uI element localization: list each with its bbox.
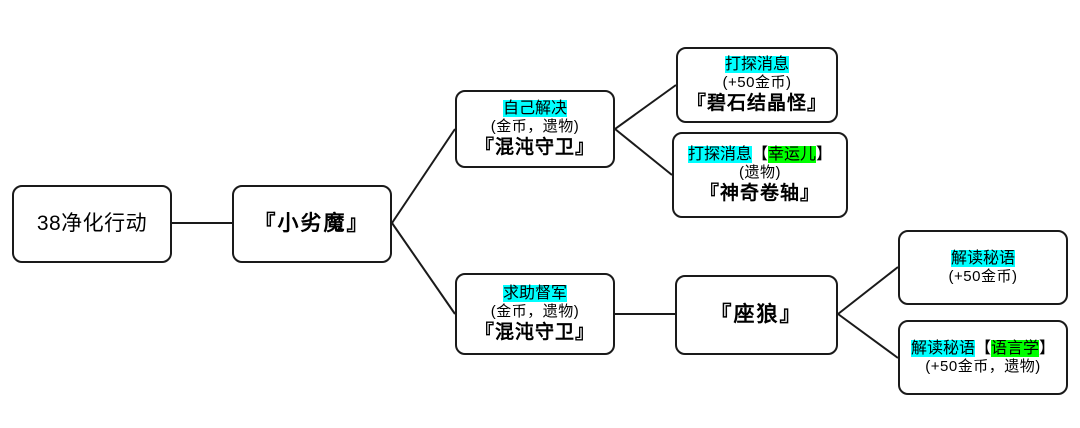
node-option-ask-warlord[interactable]: 求助督军 (金币，遗物) 『混沌守卫』: [455, 273, 615, 355]
node-option-solve-self-title: 自己解决: [502, 99, 567, 117]
node-option-solve-self-reward: (金币，遗物): [490, 118, 580, 136]
edge-option-self-to-result-scout: [614, 84, 677, 130]
node-result-scout-info-reward: (+50金币): [722, 74, 792, 92]
node-option-solve-self-entity: 『混沌守卫』: [474, 137, 595, 159]
node-enemy-warg[interactable]: 『座狼』: [675, 275, 838, 355]
node-root-label: 38净化行动: [36, 212, 148, 236]
node-result-scout-info-lucky[interactable]: 打探消息【幸运儿】 (遗物) 『神奇卷轴』: [672, 132, 848, 218]
node-option-ask-warlord-title: 求助督军: [502, 284, 567, 302]
node-result-decode-runes-linguistics-title: 解读秘语【语言学】: [910, 339, 1056, 357]
edge-enemy2-to-result-decode: [837, 266, 899, 315]
node-enemy-warg-entity: 『座狼』: [710, 303, 803, 327]
node-option-ask-warlord-entity: 『混沌守卫』: [474, 322, 595, 344]
node-root[interactable]: 38净化行动: [12, 185, 172, 263]
node-result-decode-runes-linguistics-reward: (+50金币，遗物): [925, 358, 1041, 376]
node-enemy-small-imp-entity: 『小劣魔』: [254, 212, 370, 236]
edge-enemy1-to-option-help: [391, 222, 456, 315]
edge-enemy1-to-option-self: [391, 128, 456, 224]
edge-option-self-to-result-scout-lucky: [614, 128, 673, 176]
node-option-ask-warlord-reward: (金币，遗物): [490, 303, 580, 321]
node-result-decode-runes-reward: (+50金币): [948, 268, 1018, 286]
node-result-scout-info-lucky-reward: (遗物): [739, 164, 781, 182]
node-result-decode-runes-linguistics[interactable]: 解读秘语【语言学】 (+50金币，遗物): [898, 320, 1068, 395]
node-option-solve-self[interactable]: 自己解决 (金币，遗物) 『混沌守卫』: [455, 90, 615, 168]
node-result-decode-runes[interactable]: 解读秘语 (+50金币): [898, 230, 1068, 305]
node-result-scout-info-title: 打探消息: [724, 55, 789, 73]
node-result-decode-runes-title: 解读秘语: [950, 249, 1015, 267]
node-result-scout-info-lucky-entity: 『神奇卷轴』: [699, 183, 820, 205]
node-result-scout-info[interactable]: 打探消息 (+50金币) 『碧石结晶怪』: [676, 47, 838, 123]
edge-enemy2-to-result-decode-ling: [837, 313, 899, 359]
node-result-scout-info-lucky-title: 打探消息【幸运儿】: [687, 145, 833, 163]
node-enemy-small-imp[interactable]: 『小劣魔』: [232, 185, 392, 263]
node-result-scout-info-entity: 『碧石结晶怪』: [686, 93, 827, 115]
